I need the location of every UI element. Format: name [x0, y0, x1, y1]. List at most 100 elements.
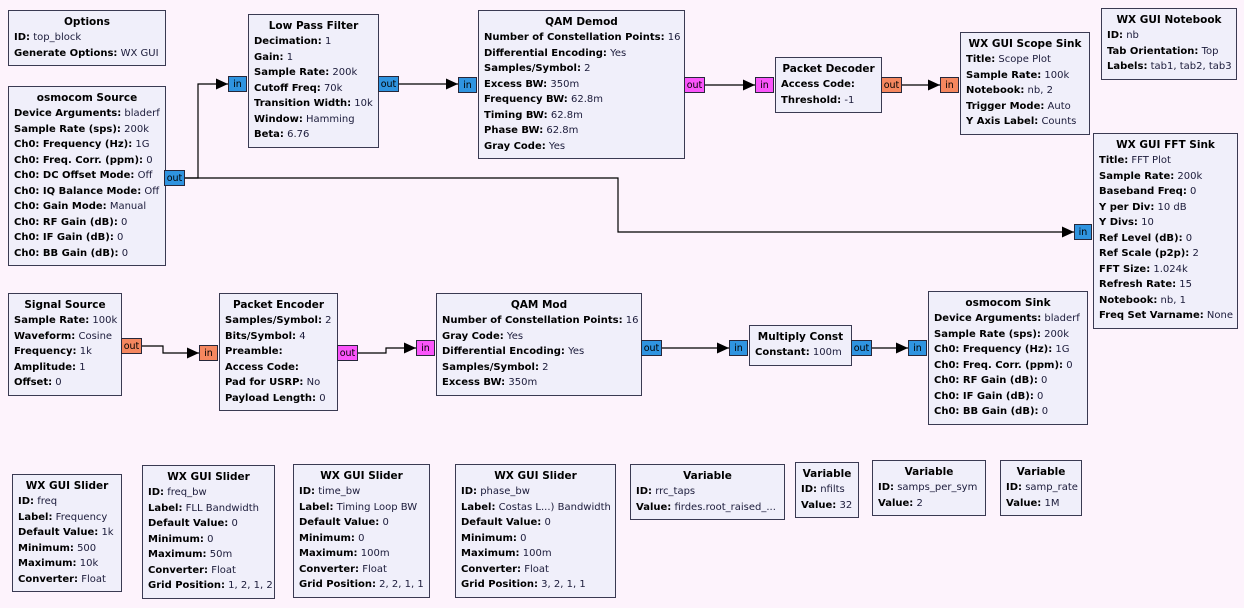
port-qam_demod-in[interactable]: in [458, 77, 477, 93]
port-packet_encoder-out[interactable]: out [337, 345, 358, 361]
param-row: ID: time_bw [299, 486, 361, 497]
port-low_pass_filter-in[interactable]: in [228, 76, 247, 92]
port-qam_demod-out[interactable]: out [684, 77, 705, 93]
block-title-scope_sink: WX GUI Scope Sink [968, 38, 1082, 50]
param-row: Default Value: 0 [148, 518, 238, 529]
param-row: Samples/Symbol: 2 [484, 63, 591, 74]
param-row: Sample Rate (sps): 200k [14, 123, 149, 135]
param-row: Tab Orientation: Top [1107, 45, 1219, 57]
param-row: ID: top_block [14, 32, 82, 43]
wire-arrowhead [717, 342, 729, 354]
wire-arrowhead [187, 347, 199, 359]
param-row: Payload Length: 0 [225, 392, 326, 404]
port-packet_decoder-in[interactable]: in [755, 77, 774, 93]
param-row: Value: 1M [1006, 497, 1060, 509]
param-row: Offset: 0 [14, 377, 62, 388]
param-row: Label: FLL Bandwidth [148, 502, 259, 514]
port-packet_decoder-out[interactable]: out [881, 77, 902, 93]
wire-osmocom_source-out-to-fft_sink-in[interactable] [185, 177, 1074, 233]
param-row: Label: Costas L...) Bandwidth [461, 501, 611, 513]
param-row: Converter: Float [148, 564, 236, 576]
block-title-qam_demod: QAM Demod [545, 16, 618, 28]
port-low_pass_filter-out[interactable]: out [378, 76, 399, 92]
param-row: Preamble: [225, 346, 283, 357]
wire-packet_encoder-out-to-qam_mod-in[interactable] [358, 347, 416, 354]
port-osmocom_sink-in[interactable]: in [908, 340, 927, 356]
param-row: Generate Options: WX GUI [14, 47, 159, 59]
wire-arrowhead [1062, 226, 1074, 238]
param-row: Sample Rate (sps): 200k [934, 328, 1069, 340]
param-row: ID: freq [18, 496, 58, 507]
block-title-multiply_const: Multiply Const [757, 331, 844, 343]
port-qam_mod-in[interactable]: in [416, 340, 435, 356]
param-row: Maximum: 100m [299, 548, 390, 559]
param-row: Label: Timing Loop BW [299, 501, 418, 513]
block-title-options: Options [64, 16, 110, 28]
param-row: Access Code: [781, 79, 855, 90]
port-qam_mod-out[interactable]: out [641, 340, 662, 356]
block-title-qam_mod: QAM Mod [510, 299, 568, 311]
param-row: Default Value: 0 [299, 517, 389, 528]
param-row: Window: Hamming [254, 113, 355, 125]
param-row: ID: samps_per_sym [878, 482, 978, 493]
param-row: Threshold: -1 [781, 94, 855, 106]
block-title-slider_phase_bw: WX GUI Slider [494, 470, 577, 482]
block-title-osmocom_source: osmocom Source [36, 92, 138, 104]
port-multiply_const-in[interactable]: in [729, 340, 748, 356]
param-row: Trigger Mode: Auto [966, 100, 1071, 112]
param-row: Value: 32 [801, 499, 853, 511]
param-row: Notebook: nb, 2 [966, 85, 1053, 96]
port-osmocom_source-out[interactable]: out [164, 170, 185, 186]
param-row: Converter: Float [461, 563, 549, 575]
param-row: Ch0: IQ Balance Mode: Off [14, 185, 160, 197]
param-row: Waveform: Cosine [14, 330, 113, 342]
port-fft_sink-in[interactable]: in [1074, 224, 1092, 240]
param-row: Minimum: 500 [18, 542, 97, 554]
param-row: ID: rrc_taps [636, 486, 696, 497]
port-signal_source-out[interactable]: out [121, 338, 142, 354]
param-row: Differential Encoding: Yes [484, 47, 627, 59]
param-row: Access Code: [225, 361, 299, 373]
param-row: Ref Level (dB): 0 [1099, 232, 1193, 244]
param-row: Cutoff Freq: 70k [254, 82, 343, 94]
port-packet_encoder-in[interactable]: in [199, 345, 218, 361]
param-row: Labels: tab1, tab2, tab3 [1107, 61, 1232, 72]
param-row: Phase BW: 62.8m [484, 125, 579, 136]
param-row: Ch0: Frequency (Hz): 1G [934, 344, 1070, 355]
param-row: Minimum: 0 [299, 532, 365, 544]
param-row: FFT Size: 1.024k [1099, 263, 1188, 275]
param-row: ID: nfilts [801, 484, 845, 495]
port-scope_sink-in[interactable]: in [940, 77, 959, 93]
wire-osmocom_source-out-to-low_pass_filter-in[interactable] [185, 83, 228, 179]
block-title-notebook: WX GUI Notebook [1116, 14, 1222, 26]
wire-arrowhead [743, 79, 755, 91]
param-row: Samples/Symbol: 2 [442, 361, 549, 373]
wire-signal_source-out-to-packet_encoder-in[interactable] [142, 345, 199, 354]
block-title-slider_time_bw: WX GUI Slider [320, 470, 403, 482]
param-row: Grid Position: 1, 2, 1, 2 [148, 580, 273, 591]
block-title-slider_freq_bw: WX GUI Slider [167, 471, 250, 483]
port-multiply_const-out[interactable]: out [851, 340, 872, 356]
